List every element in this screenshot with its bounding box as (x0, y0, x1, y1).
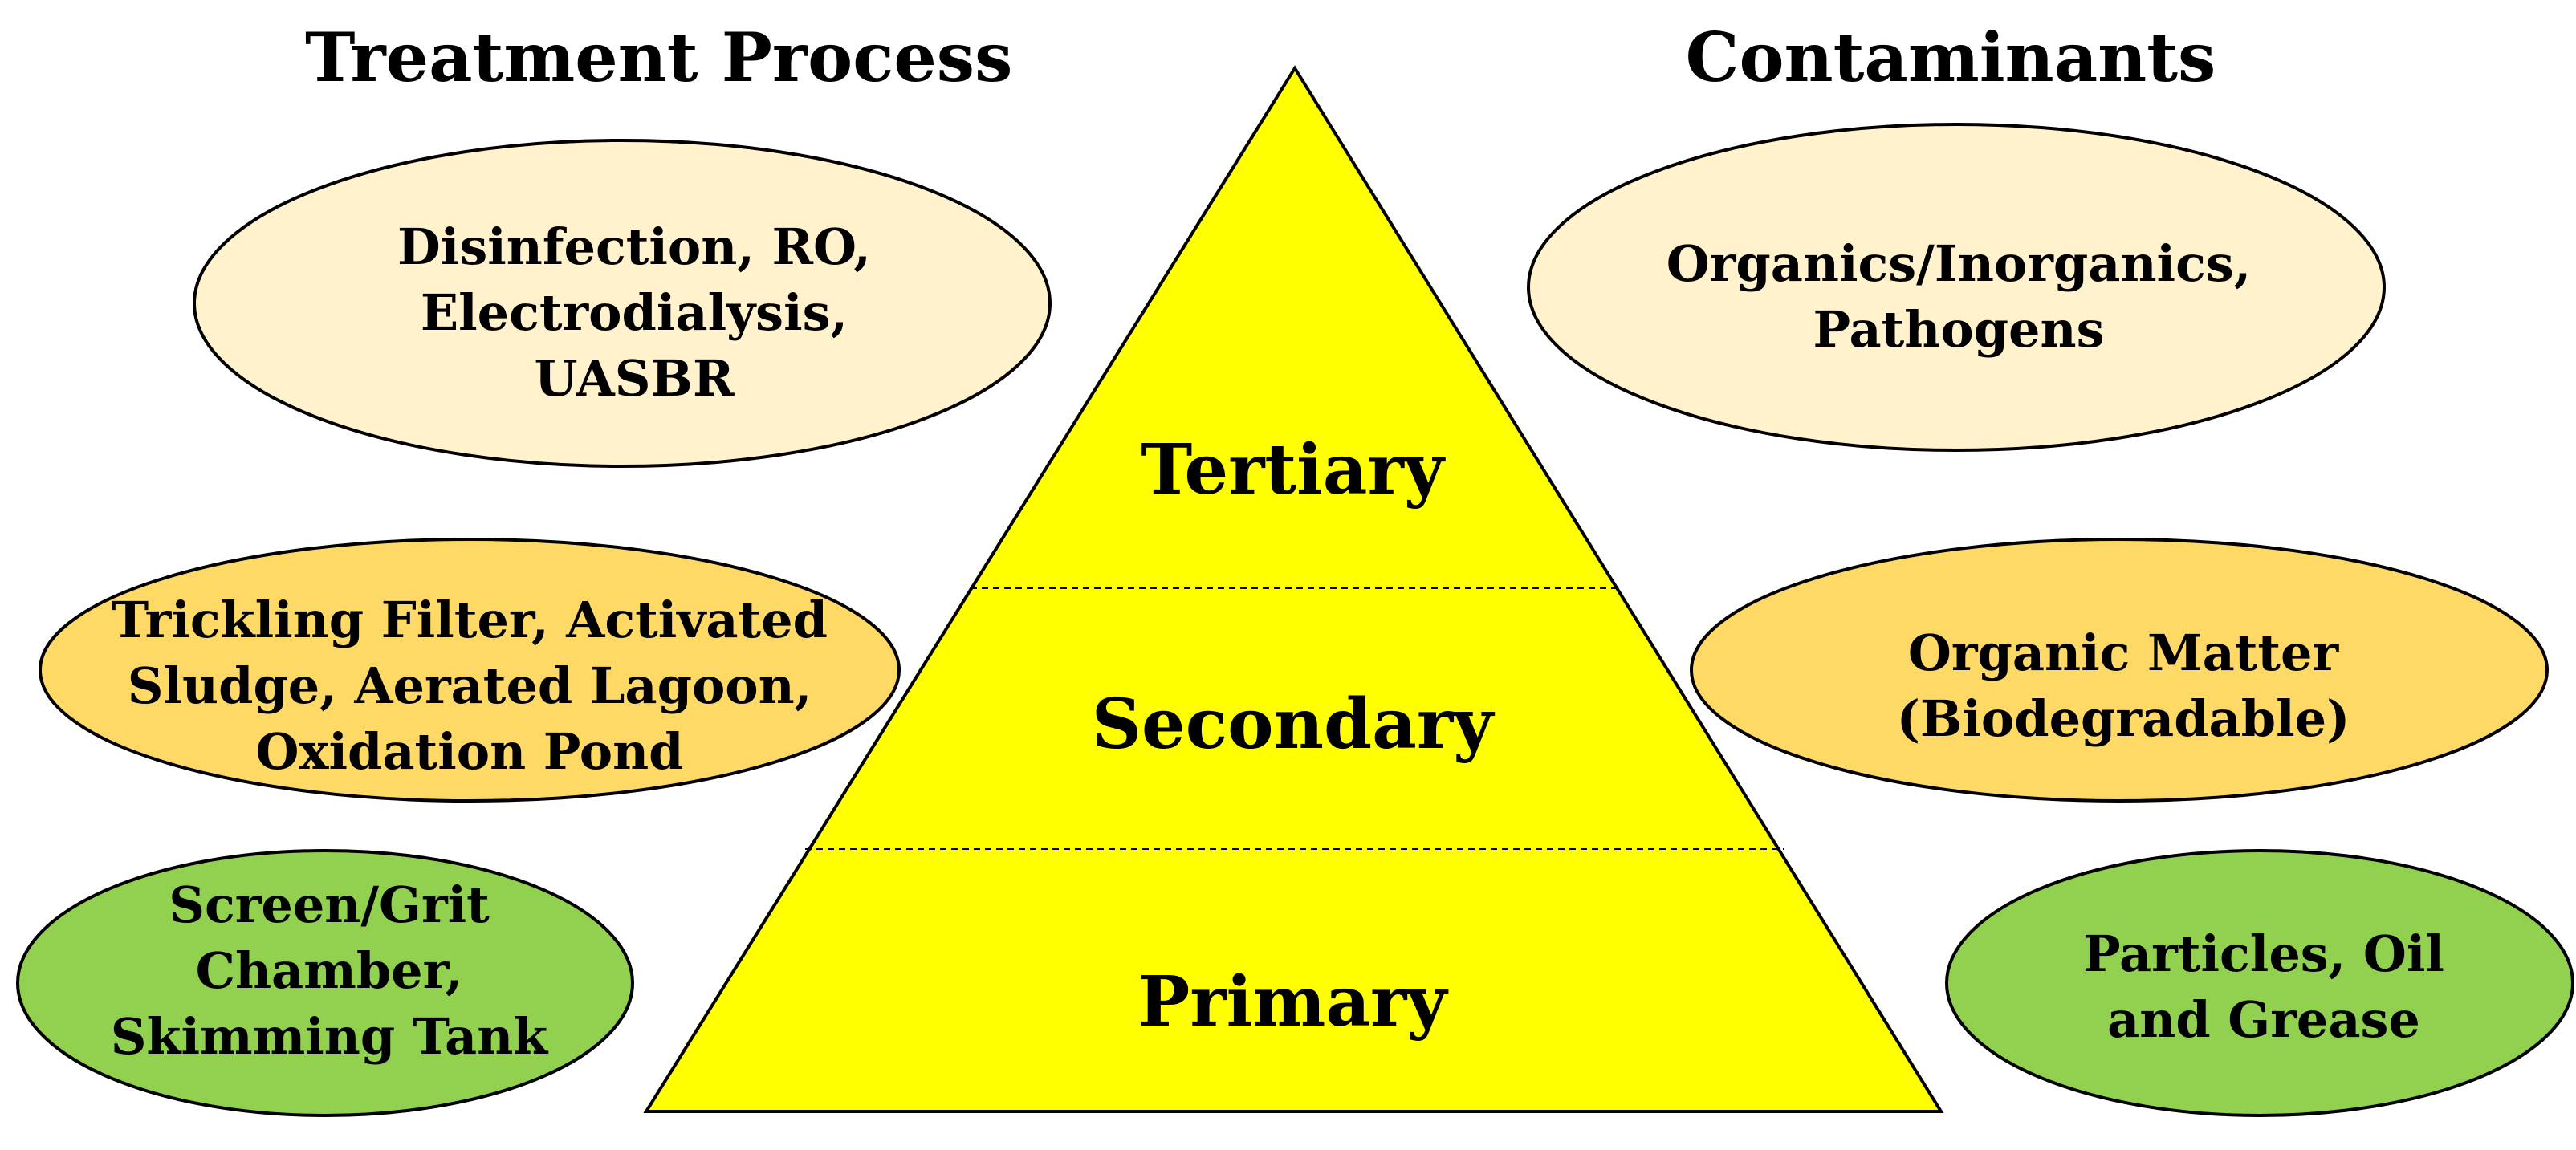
tier-label-tertiary: Tertiary (1141, 429, 1444, 510)
contaminant-primary-line: and Grease (2107, 990, 2420, 1049)
tier-label-primary: Primary (1137, 961, 1447, 1042)
ellipse-contaminant-secondary (1690, 538, 2549, 803)
process-primary-text: Screen/Grit Chamber, Skimming Tank (24, 851, 634, 1091)
contaminant-secondary-line: (Biodegradable) (1896, 689, 2350, 748)
ellipse-process-primary (16, 849, 634, 1117)
heading-treatment-process: Treatment Process (305, 18, 1013, 97)
process-secondary-line: Oxidation Pond (255, 722, 684, 781)
process-primary-line: Screen/Grit (169, 876, 490, 934)
contaminant-secondary-text: Organic Matter (Biodegradable) (1702, 574, 2545, 798)
ellipse-process-secondary (39, 538, 901, 803)
process-secondary-line: Trickling Filter, Activated (112, 591, 828, 649)
process-tertiary-line: UASBR (534, 349, 735, 408)
process-tertiary-line: Disinfection, RO, (397, 217, 871, 276)
ellipse-process-tertiary (193, 139, 1052, 468)
contaminant-secondary-line: Organic Matter (1907, 624, 2339, 682)
process-secondary-text: Trickling Filter, Activated Sludge, Aera… (48, 566, 891, 807)
tier-label-secondary: Secondary (1091, 684, 1494, 765)
process-tertiary-text: Disinfection, RO, Electrodialysis, UASBR (201, 185, 1068, 441)
process-primary-line: Skimming Tank (110, 1007, 548, 1066)
contaminant-tertiary-text: Organics/Inorganics, Pathogens (1533, 177, 2384, 417)
contaminant-tertiary-line: Organics/Inorganics, (1666, 234, 2252, 293)
heading-contaminants: Contaminants (1685, 18, 2216, 97)
contaminant-primary-text: Particles, Oil and Grease (1951, 891, 2576, 1083)
pyramid (643, 65, 1944, 1113)
process-tertiary-line: Electrodialysis, (420, 283, 848, 342)
ellipse-contaminant-primary (1945, 849, 2574, 1117)
process-secondary-line: Sludge, Aerated Lagoon, (127, 656, 812, 715)
contaminant-primary-line: Particles, Oil (2083, 924, 2444, 983)
contaminant-tertiary-line: Pathogens (1813, 300, 2105, 359)
ellipse-contaminant-tertiary (1527, 123, 2386, 452)
process-primary-line: Chamber, (195, 941, 463, 1000)
